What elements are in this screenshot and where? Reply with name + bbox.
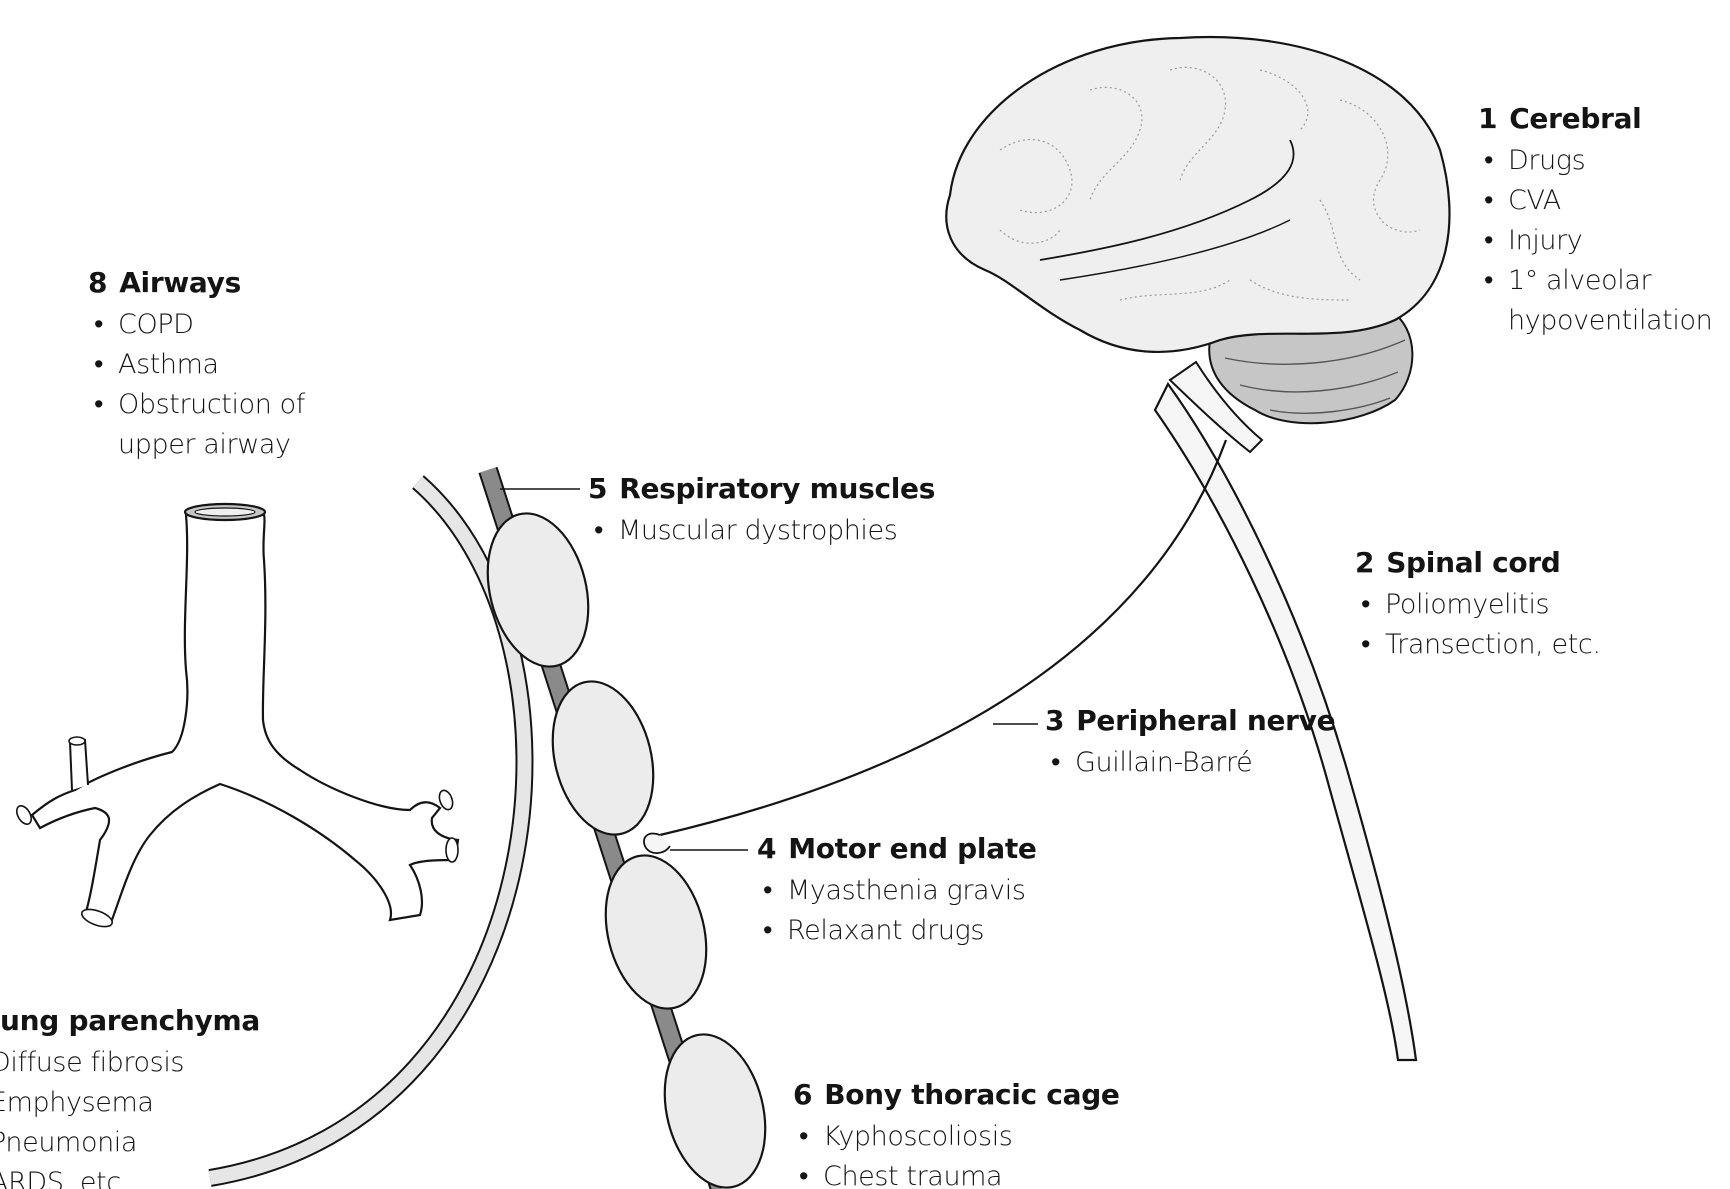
cause-motor-end-plate-heading: 4 Motor end plate (757, 832, 1037, 865)
cause-number: 6 (793, 1078, 812, 1111)
cause-lung-parenchyma: ung parenchyma Diffuse fibrosis Emphysem… (0, 1004, 260, 1189)
list-item: Drugs (1508, 141, 1712, 181)
list-item: CVA (1508, 181, 1712, 221)
list-item-continuation: hypoventilation (1508, 301, 1712, 341)
cause-list: Diffuse fibrosis Emphysema Pneumonia ARD… (0, 1043, 260, 1189)
cause-cerebral-heading: 1 Cerebral (1478, 102, 1712, 135)
airway-tree (14, 504, 458, 930)
cause-title: ung parenchyma (0, 1004, 260, 1037)
cause-list: Myasthenia gravis Relaxant drugs (757, 871, 1037, 951)
list-item: Muscular dystrophies (618, 511, 935, 551)
list-item-continuation: upper airway (118, 425, 305, 465)
cause-number: 1 (1478, 102, 1497, 135)
cause-number: 4 (757, 832, 776, 865)
cause-spinal-cord-heading: 2 Spinal cord (1355, 546, 1601, 579)
cause-title: Bony thoracic cage (824, 1078, 1119, 1111)
cause-number: 8 (88, 266, 107, 299)
list-item: 1° alveolar (1508, 261, 1712, 301)
list-item: Guillain-Barré (1075, 743, 1335, 783)
cause-list: COPD Asthma Obstruction of upper airway (88, 305, 305, 465)
cause-peripheral-nerve-heading: 3 Peripheral nerve (1045, 704, 1335, 737)
cause-list: Muscular dystrophies (588, 511, 935, 551)
list-item: Chest trauma (823, 1157, 1120, 1189)
cause-list: Guillain-Barré (1045, 743, 1335, 783)
list-item: Emphysema (0, 1083, 260, 1123)
cause-title: Peripheral nerve (1076, 704, 1335, 737)
cause-title: Spinal cord (1386, 546, 1560, 579)
cause-cerebral: 1 Cerebral Drugs CVA Injury 1° alveolar h… (1478, 102, 1712, 341)
cause-number: 2 (1355, 546, 1374, 579)
cause-list: Poliomyelitis Transection, etc. (1355, 585, 1601, 665)
list-item: Poliomyelitis (1385, 585, 1601, 625)
list-item: COPD (118, 305, 305, 345)
cause-lung-parenchyma-heading: ung parenchyma (0, 1004, 260, 1037)
cause-title: Motor end plate (788, 832, 1036, 865)
list-item: Diffuse fibrosis (0, 1043, 260, 1083)
motor-end-plate (644, 833, 670, 853)
list-item: Injury (1508, 221, 1712, 261)
list-item: Kyphoscoliosis (823, 1117, 1120, 1157)
cause-number: 5 (588, 472, 607, 505)
list-item: Transection, etc. (1385, 625, 1601, 665)
cause-airways-heading: 8 Airways (88, 266, 305, 299)
cerebrum (946, 37, 1449, 352)
cause-list: Drugs CVA Injury 1° alveolar hypoventila… (1478, 141, 1712, 341)
cause-bony-thoracic-cage-heading: 6 Bony thoracic cage (793, 1078, 1120, 1111)
list-item: Pneumonia (0, 1123, 260, 1163)
cause-number: 3 (1045, 704, 1064, 737)
cause-respiratory-muscles: 5 Respiratory muscles Muscular dystrophie… (588, 472, 935, 551)
cause-title: Respiratory muscles (619, 472, 935, 505)
cause-bony-thoracic-cage: 6 Bony thoracic cage Kyphoscoliosis Chest… (793, 1078, 1120, 1189)
cause-airways: 8 Airways COPD Asthma Obstruction of uppe… (88, 266, 305, 465)
cause-list: Kyphoscoliosis Chest trauma (793, 1117, 1120, 1189)
cause-respiratory-muscles-heading: 5 Respiratory muscles (588, 472, 935, 505)
list-item: Myasthenia gravis (787, 871, 1037, 911)
cause-title: Airways (119, 266, 241, 299)
cause-motor-end-plate: 4 Motor end plate Myasthenia gravis Relax… (757, 832, 1037, 951)
list-item: Relaxant drugs (787, 911, 1037, 951)
cause-title: Cerebral (1509, 102, 1641, 135)
cause-spinal-cord: 2 Spinal cord Poliomyelitis Transection, … (1355, 546, 1601, 665)
list-item: Asthma (118, 345, 305, 385)
cause-peripheral-nerve: 3 Peripheral nerve Guillain-Barré (1045, 704, 1335, 783)
list-item: ARDS, etc. (0, 1163, 260, 1189)
list-item: Obstruction of (118, 385, 305, 425)
